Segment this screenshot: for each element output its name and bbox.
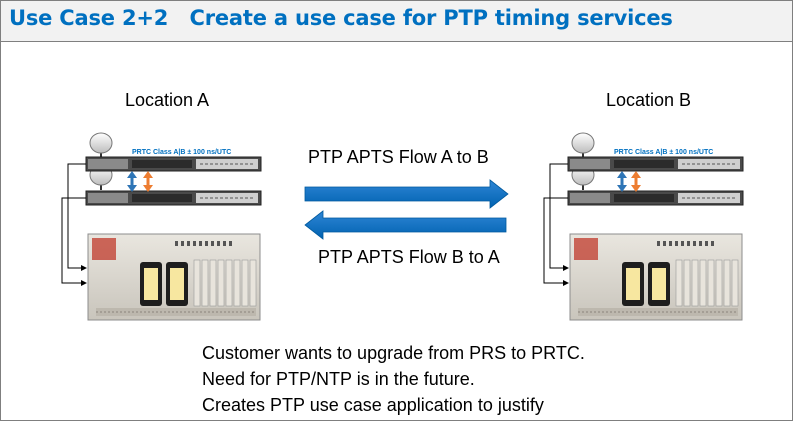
note-line: Need for PTP/NTP is in the future.	[202, 369, 475, 389]
prtc-rack-unit-icon	[85, 156, 262, 172]
note-line: Creates PTP use case application to just…	[202, 395, 544, 415]
flow-b-to-a-label: PTP APTS Flow B to A	[318, 247, 500, 267]
location-a-label: Location A	[125, 90, 210, 110]
flow-arrow-a-to-b	[304, 179, 509, 209]
prtc-rack-unit-icon	[85, 190, 262, 206]
connector-line	[67, 163, 87, 271]
sync-up-arrow-icon	[617, 171, 627, 192]
sync-down-arrow-icon	[631, 171, 641, 192]
sync-down-arrow-icon	[143, 171, 153, 192]
notes-list: Customer wants to upgrade from PRS to PR…	[202, 340, 585, 418]
title-bar: Use Case 2+2 Create a use case for PTP t…	[1, 1, 792, 42]
prtc-rack-unit-icon	[567, 190, 744, 206]
location-b-label: Location B	[606, 90, 692, 110]
location-b-equipment: PRTC Class A|B ± 100 ns/UTC	[543, 132, 744, 321]
prtc-class-label-b: PRTC Class A|B ± 100 ns/UTC	[614, 149, 713, 156]
prs-chassis-icon	[87, 233, 261, 321]
gps-antenna-icon	[571, 132, 595, 158]
connector-line	[61, 197, 87, 286]
flow-a-to-b-label: PTP APTS Flow A to B	[308, 147, 489, 167]
prtc-class-label-a: PRTC Class A|B ± 100 ns/UTC	[132, 149, 231, 156]
note-line: Customer wants to upgrade from PRS to PR…	[202, 343, 585, 363]
prtc-rack-unit-icon	[567, 156, 744, 172]
sync-up-arrow-icon	[127, 171, 137, 192]
connector-line	[549, 163, 569, 271]
prs-chassis-icon	[569, 233, 743, 321]
slide-title: Use Case 2+2 Create a use case for PTP t…	[9, 6, 673, 30]
location-a-equipment: PRTC Class A|B ± 100 ns/UTC	[61, 132, 262, 321]
connector-line	[543, 197, 569, 286]
flow-arrow-b-to-a	[304, 210, 507, 240]
gps-antenna-icon	[89, 132, 113, 158]
